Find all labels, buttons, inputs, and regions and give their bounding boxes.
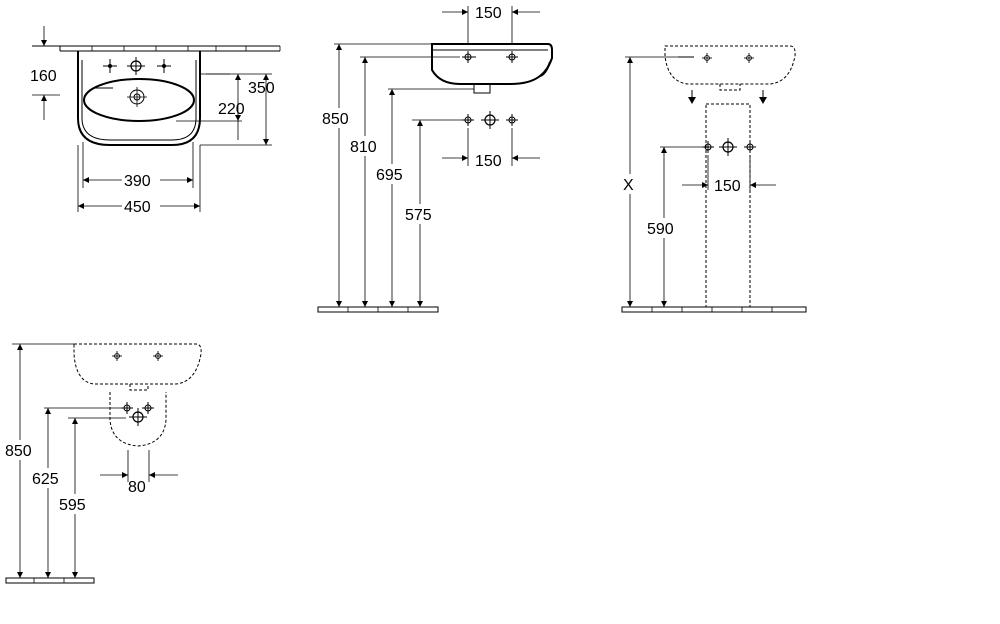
tap-hole-icon [112, 351, 122, 361]
tap-hole-icon [462, 51, 474, 63]
half-pedestal-view: 80 850 625 595 [3, 343, 202, 584]
tap-hole-icon [129, 408, 147, 426]
tap-hole-icon [157, 59, 171, 73]
dim-695-label: 695 [376, 167, 403, 184]
tap-hole-icon [153, 351, 163, 361]
dim-350-label: 350 [248, 80, 275, 97]
pedestal-view: 150 X 590 [620, 45, 807, 313]
dim-810-label: 810 [350, 139, 377, 156]
tap-hole-icon [719, 138, 737, 156]
tap-hole-icon [103, 59, 117, 73]
dim-575-label: 575 [405, 207, 432, 224]
dim-160-label: 160 [30, 68, 57, 85]
tap-hole-icon [142, 402, 154, 414]
side-view: 150 150 850 810 695 [317, 5, 553, 313]
dim-450-label: 450 [124, 199, 151, 216]
tap-hole-icon [462, 114, 474, 126]
tap-hole-icon [702, 53, 712, 63]
dim-150-top-label: 150 [475, 5, 502, 22]
top-view: 160 350 220 390 450 [30, 26, 281, 216]
tap-hole-icon [127, 57, 145, 75]
dim-590-label: 590 [647, 221, 674, 238]
tap-hole-icon [481, 111, 499, 129]
dim-x-label: X [623, 177, 634, 194]
dim-150-label: 150 [714, 178, 741, 195]
dim-390-label: 390 [124, 173, 151, 190]
dim-220-label: 220 [218, 101, 245, 118]
tap-hole-icon [121, 402, 133, 414]
tap-hole-icon [744, 141, 756, 153]
dim-625-label: 625 [32, 471, 59, 488]
dim-850-label: 850 [5, 443, 32, 460]
tap-hole-icon [506, 51, 518, 63]
tap-hole-icon [744, 53, 754, 63]
dim-150-mid-label: 150 [475, 153, 502, 170]
dim-80-label: 80 [128, 479, 146, 496]
dim-595-label: 595 [59, 497, 86, 514]
dim-850-label: 850 [322, 111, 349, 128]
tap-hole-icon [506, 114, 518, 126]
tap-hole-icon [702, 141, 714, 153]
drain-icon [127, 87, 147, 107]
